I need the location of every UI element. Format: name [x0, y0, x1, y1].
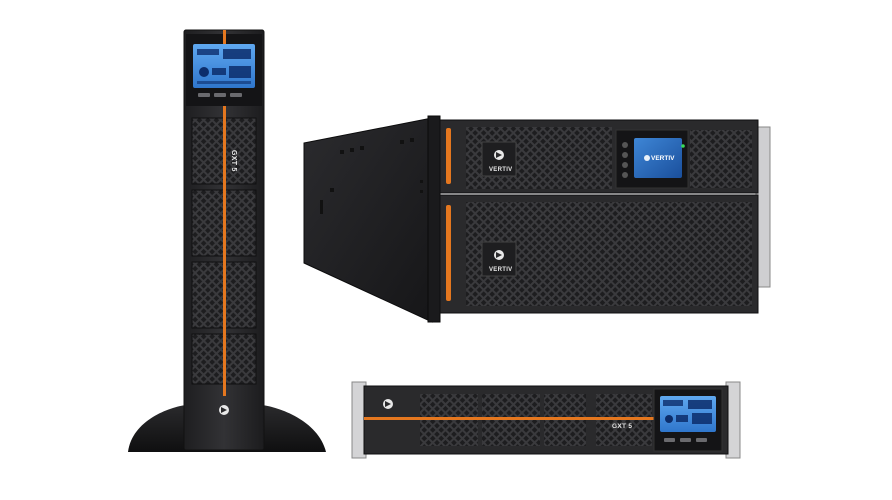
rack-2u-button-2[interactable] — [680, 438, 691, 442]
rack-6u-top-logo-text: VERTIV — [489, 167, 512, 173]
rack-6u-display-brand: VERTIV — [651, 155, 675, 162]
rack-6u-button-esc[interactable] — [622, 172, 628, 178]
rack-2u-model-label: GXT 5 — [612, 423, 632, 430]
tower-button-1[interactable] — [198, 93, 210, 97]
rack-6u-bottom-handle[interactable] — [446, 205, 451, 301]
rack-6u-side-vents — [320, 138, 423, 214]
rack-6u-status-led — [681, 144, 685, 148]
rack-6u-top-handle[interactable] — [446, 128, 451, 184]
rack-2u-orange-stripe — [364, 417, 654, 420]
rack-6u-button-down[interactable] — [622, 152, 628, 158]
rack-6u-top-mesh-right — [690, 130, 752, 188]
rack-2u-button-1[interactable] — [664, 438, 675, 442]
rack-2u-button-3[interactable] — [696, 438, 707, 442]
rack-6u-side-panel — [303, 117, 433, 323]
tower-ups: GXT 5 — [128, 29, 326, 452]
tower-button-2[interactable] — [214, 93, 226, 97]
rack-6u-left-ear — [427, 115, 441, 323]
rack-2u-ups: GXT 5 — [351, 381, 741, 459]
rack-6u-button-enter[interactable] — [622, 162, 628, 168]
rack-6u-bottom-logo-badge — [481, 241, 517, 277]
rack-6u-button-up[interactable] — [622, 142, 628, 148]
tower-orange-stripe — [223, 30, 226, 44]
rack-6u-ups: VERTIV VERTIV VERTIV — [303, 115, 771, 323]
rack-6u-bottom-logo-text: VERTIV — [489, 267, 512, 273]
vertiv-chevron-icon — [199, 67, 209, 77]
tower-button-3[interactable] — [230, 93, 242, 97]
rack-6u-lcd-screen — [634, 138, 682, 178]
tower-model-label: GXT 5 — [230, 150, 237, 172]
